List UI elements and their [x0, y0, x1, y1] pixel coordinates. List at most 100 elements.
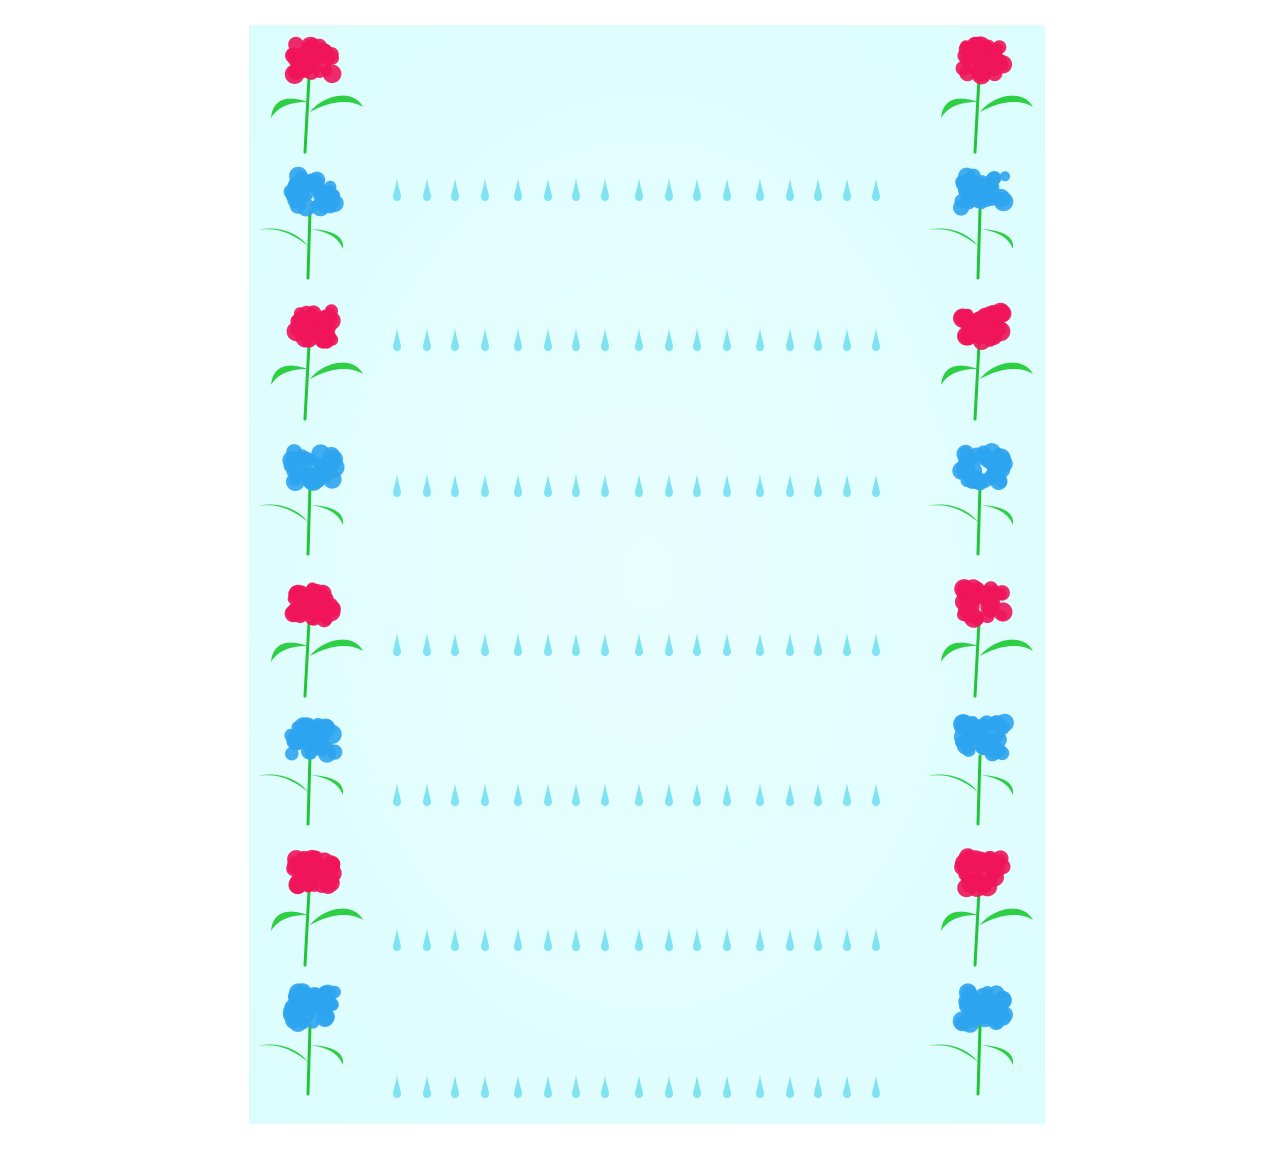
raindrop-icon — [665, 178, 673, 201]
raindrop-icon — [786, 328, 794, 351]
raindrop-icon — [635, 1075, 643, 1098]
raindrop-icon — [393, 633, 401, 656]
raindrop-icon — [635, 633, 643, 656]
raindrop-icon — [451, 178, 459, 201]
raindrop-icon — [786, 928, 794, 951]
raindrop-icon — [393, 328, 401, 351]
raindrop-icon — [423, 633, 431, 656]
raindrop-icon — [451, 633, 459, 656]
raindrop-icon — [514, 328, 522, 351]
raindrop-icon — [843, 474, 851, 497]
raindrop-icon — [481, 1075, 489, 1098]
raindrop-icon — [601, 474, 609, 497]
raindrop-icon — [514, 928, 522, 951]
raindrop-icon — [635, 328, 643, 351]
raindrop-icon — [693, 783, 701, 806]
raindrop-icon — [635, 474, 643, 497]
raindrop-icon — [756, 1075, 764, 1098]
raindrop-icon — [481, 474, 489, 497]
raindrop-icon — [665, 928, 673, 951]
raindrop-icon — [451, 474, 459, 497]
raindrop-icon — [843, 1075, 851, 1098]
raindrop-icon — [451, 328, 459, 351]
raindrop-icon — [814, 178, 822, 201]
raindrop-icon — [814, 474, 822, 497]
raindrop-icon — [756, 783, 764, 806]
hydrangea-pink-icon — [941, 579, 1033, 698]
hydrangea-blue-icon — [929, 713, 1014, 826]
raindrop-icon — [481, 328, 489, 351]
raindrop-icon — [872, 928, 880, 951]
raindrop-icon — [756, 178, 764, 201]
raindrop-icon — [451, 928, 459, 951]
raindrop-icon — [872, 633, 880, 656]
raindrop-icon — [572, 783, 580, 806]
raindrop-icon — [693, 474, 701, 497]
raindrop-icon — [423, 328, 431, 351]
raindrop-icon — [572, 928, 580, 951]
hydrangea-pink-icon — [271, 36, 363, 154]
raindrop-icon — [635, 928, 643, 951]
raindrop-icon — [514, 178, 522, 201]
hydrangea-pink-icon — [271, 582, 363, 698]
raindrop-icon — [601, 328, 609, 351]
hydrangea-blue-icon — [259, 717, 344, 826]
raindrop-icon — [544, 633, 552, 656]
raindrop-icon — [786, 474, 794, 497]
raindrop-rule-line — [393, 328, 880, 351]
raindrop-icon — [872, 328, 880, 351]
raindrop-icon — [393, 474, 401, 497]
raindrop-icon — [481, 633, 489, 656]
hydrangea-blue-icon — [929, 443, 1014, 556]
raindrop-icon — [786, 1075, 794, 1098]
raindrop-icon — [693, 328, 701, 351]
raindrop-icon — [635, 783, 643, 806]
raindrop-icon — [786, 783, 794, 806]
raindrop-rule-line — [393, 178, 880, 201]
raindrop-rule-line — [393, 928, 880, 951]
hydrangea-blue-icon — [259, 166, 344, 280]
raindrop-icon — [665, 474, 673, 497]
raindrop-icon — [544, 474, 552, 497]
raindrop-icon — [843, 783, 851, 806]
raindrop-rule-line — [393, 633, 880, 656]
raindrop-icon — [665, 328, 673, 351]
raindrop-icon — [572, 474, 580, 497]
raindrop-rule-line — [393, 1075, 880, 1098]
raindrop-icon — [481, 178, 489, 201]
raindrop-icon — [393, 178, 401, 201]
raindrop-icon — [572, 1075, 580, 1098]
raindrop-icon — [872, 1075, 880, 1098]
raindrop-icon — [544, 328, 552, 351]
raindrop-icon — [814, 1075, 822, 1098]
raindrop-icon — [872, 474, 880, 497]
raindrop-icon — [665, 633, 673, 656]
raindrop-icon — [423, 178, 431, 201]
raindrop-icon — [723, 633, 731, 656]
raindrop-icon — [601, 1075, 609, 1098]
raindrop-icon — [723, 178, 731, 201]
raindrop-icon — [723, 928, 731, 951]
raindrop-icon — [572, 633, 580, 656]
hydrangea-blue-icon — [259, 983, 344, 1096]
hydrangea-pink-icon — [941, 36, 1033, 154]
raindrop-icon — [872, 178, 880, 201]
raindrop-icon — [665, 1075, 673, 1098]
raindrop-rule-line — [393, 783, 880, 806]
raindrop-icon — [423, 474, 431, 497]
raindrop-icon — [693, 178, 701, 201]
hydrangea-pink-icon — [271, 304, 363, 421]
raindrop-icon — [451, 783, 459, 806]
raindrop-icon — [544, 178, 552, 201]
raindrop-icon — [814, 928, 822, 951]
raindrop-icon — [786, 633, 794, 656]
raindrop-icon — [481, 783, 489, 806]
raindrop-icon — [514, 1075, 522, 1098]
raindrop-icon — [723, 474, 731, 497]
hydrangea-pink-icon — [271, 849, 363, 967]
hydrangea-blue-icon — [259, 444, 345, 556]
hydrangea-blue-icon — [929, 167, 1014, 280]
raindrop-icon — [514, 474, 522, 497]
raindrop-icon — [756, 633, 764, 656]
